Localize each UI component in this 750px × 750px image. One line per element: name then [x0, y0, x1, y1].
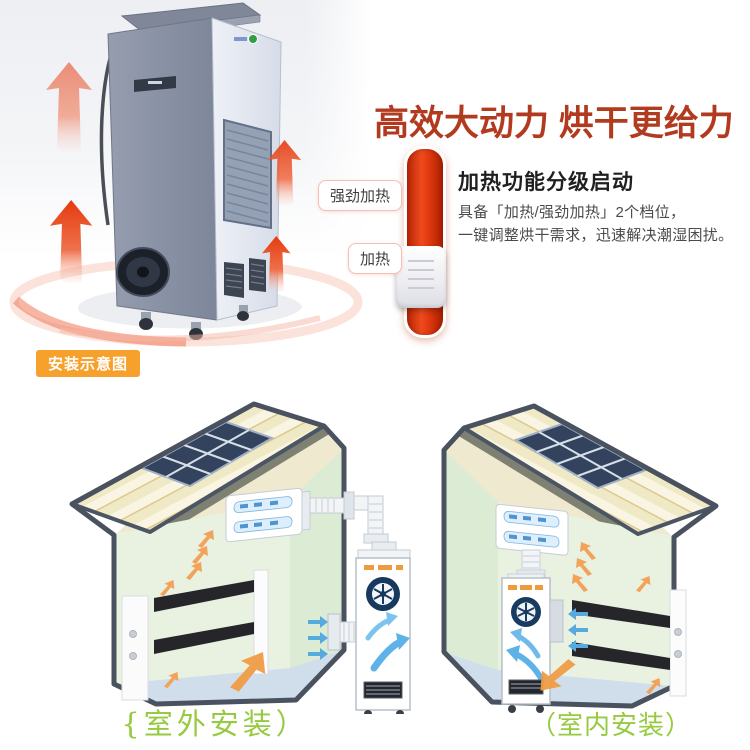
- bottom-vents: [224, 258, 266, 298]
- drying-rack: [121, 569, 269, 701]
- product-photo: [9, 2, 363, 347]
- heat-slider-track: [404, 146, 446, 338]
- brand-logo: [234, 34, 258, 44]
- warm-air-arrow-icon: [160, 530, 266, 692]
- strong-heat-label: 强劲加热: [329, 188, 390, 205]
- drying-rack: [572, 589, 687, 697]
- headline: 高效大动力 烘干更给力: [374, 104, 734, 144]
- knob-ridges: [408, 260, 434, 294]
- feature-desc-line1: 具备「加热/强劲加热」2个档位，: [458, 204, 686, 221]
- feature-description: 具备「加热/强劲加热」2个档位， 一键调整烘干需求，迅速解决潮湿困扰。: [458, 201, 733, 247]
- up-arrow-icon: [46, 62, 92, 153]
- outdoor-install-diagram: [69, 401, 411, 714]
- airflow-swoosh-icon: [365, 612, 410, 672]
- side-flange: [549, 599, 564, 643]
- strong-heat-label-pill: 强劲加热: [317, 180, 402, 211]
- warm-air-arrow-icon: [540, 542, 661, 695]
- indoor-caption: （室内安装）: [529, 711, 692, 741]
- outdoor-caption: {室外安装）: [121, 707, 309, 741]
- intake-arrow-icon: [308, 616, 328, 660]
- wall-blower-unit: [225, 487, 311, 543]
- front-grille: [223, 118, 272, 230]
- feature-desc-line2: 一键调整烘干需求，迅速解决潮湿困扰。: [458, 227, 734, 244]
- unit-fan: [511, 597, 541, 627]
- indoor-dryer-unit: [501, 573, 551, 713]
- heat-label: 加热: [359, 251, 390, 268]
- heat-slider-knob: [396, 246, 446, 308]
- dryer-machine: [99, 2, 282, 340]
- side-fan: [116, 247, 170, 297]
- section-badge: 安装示意图: [36, 350, 141, 377]
- air-duct: [309, 491, 389, 651]
- outdoor-dryer-unit: [355, 541, 411, 714]
- heat-label-pill: 加热: [347, 243, 402, 274]
- indoor-install-diagram: [441, 403, 719, 713]
- house-shell: [69, 401, 347, 707]
- solar-panel: [139, 420, 275, 488]
- wall-blower-unit: [495, 503, 569, 556]
- feature-title: 加热功能分级启动: [458, 171, 634, 194]
- unit-fan: [366, 577, 400, 611]
- intake-arrow-icon: [568, 608, 588, 652]
- airflow-swoosh-icon: [506, 628, 545, 683]
